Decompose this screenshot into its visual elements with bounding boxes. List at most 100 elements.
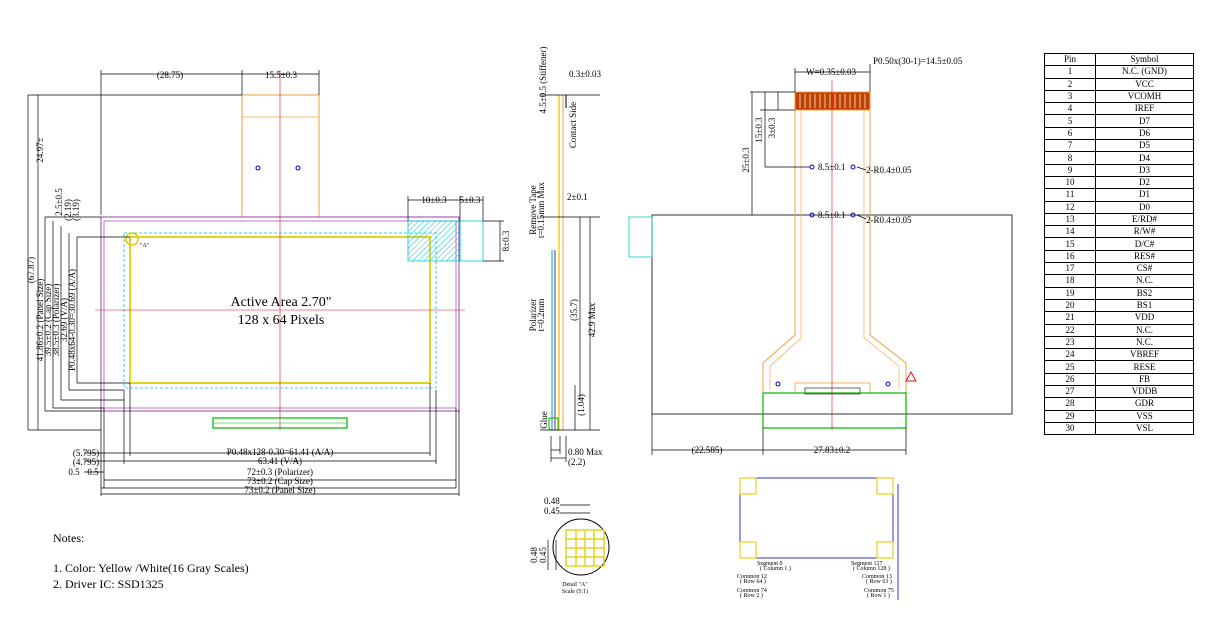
map-row1: ( Row 1 ) (867, 592, 890, 599)
pin-symbol: N.C. (1095, 274, 1194, 288)
dim-polarizer-height: 38.5±0.3 (Polarizer) (51, 284, 61, 357)
pin-number: 4 (1044, 102, 1096, 116)
side-stiffener: 4.5±0.5 (Stiffener) (538, 46, 548, 113)
pin-number: 8 (1044, 151, 1096, 165)
note-2: 2. Driver IC: SSD1325 (53, 577, 164, 591)
dim-cap-height: 39.5±0.2 (Cap Size) (43, 284, 53, 356)
dim-0-5-b: 0.5 (87, 467, 99, 477)
rear-radius-a: 2-R0.4±0.05 (866, 165, 912, 175)
pin-symbol: D7 (1095, 114, 1194, 128)
pin-symbol: GDR (1095, 397, 1194, 411)
dim-2-5: 2.5±0.5 (54, 188, 64, 216)
rear-dim-15: 15±0.3 (754, 117, 764, 143)
pin-number: 26 (1044, 372, 1096, 387)
dim-va-height: 32.69 (V/A) (59, 298, 69, 342)
detail-dim-0-48-side: 0.48 (529, 547, 539, 563)
dim-polarizer-width: 72±0.3 (Polarizer) (247, 467, 313, 477)
pin-symbol: VCOMH (1095, 89, 1194, 104)
active-area-pixels: 128 x 64 Pixels (238, 313, 325, 328)
side-dim-1-04: (1.04) (576, 394, 586, 416)
fpc-hole-right (295, 165, 301, 171)
side-glue: Glue (539, 411, 549, 429)
symbol-header: Symbol (1095, 52, 1194, 67)
pin-number: 29 (1044, 409, 1096, 423)
pin-symbol: BS1 (1095, 298, 1194, 313)
rear-fpc-contacts (794, 91, 871, 111)
side-view: 4.5±0.5 (Stiffener) 0.3±0.03 Contact Sid… (528, 46, 603, 467)
pin-number: 21 (1044, 311, 1096, 325)
map-row2: ( Row 2 ) (740, 592, 763, 599)
rear-dim-27-83: 27.83±0.2 (814, 445, 850, 455)
pin-symbol: D0 (1095, 200, 1194, 214)
side-dim-2-2: (2.2) (568, 457, 585, 467)
rear-dim-8-5-a: 8.5±0.1 (818, 162, 845, 172)
pin-number: 1 (1044, 65, 1096, 79)
active-area-title: Active Area 2.70" (231, 295, 332, 310)
pin-symbol: D4 (1095, 151, 1194, 165)
side-remove-tape-thickness: t=0.15mm Max (536, 181, 546, 238)
warning-icon (905, 370, 917, 382)
stiffener-pad (407, 220, 461, 262)
rear-dim-3: 3±0.3 (767, 117, 777, 138)
rear-dim-22-585: (22.585) (692, 445, 723, 455)
dim-va-width: 63.41 (V/A) (258, 456, 302, 466)
dim-10: 10±0.3 (421, 195, 447, 205)
map-seg0: Segment 0 (757, 561, 783, 567)
side-dim-35-7: (35.7) (569, 299, 579, 321)
side-contact-side: Contact Side (568, 102, 578, 148)
notes-title: Notes: (53, 531, 84, 545)
side-polarizer: Polarizer (528, 299, 538, 331)
pin-number: 14 (1044, 225, 1096, 239)
fpc-tail (241, 94, 320, 218)
pin-symbol: VSS (1095, 409, 1194, 423)
pin-symbol: D3 (1095, 163, 1194, 177)
side-dim-0-80: 0.80 Max (568, 447, 603, 457)
rear-radius-b: 2-R0.4±0.05 (866, 215, 912, 225)
pin-symbol: R/W# (1095, 225, 1194, 239)
pin-number: 11 (1044, 188, 1096, 202)
pin-number: 28 (1044, 397, 1096, 411)
pin-number: 17 (1044, 262, 1096, 276)
pin-number: 12 (1044, 200, 1096, 214)
pin-number: 24 (1044, 348, 1096, 362)
pin-number: 7 (1044, 139, 1096, 153)
dim-cap-width: 73±0.2 (Cap Size) (247, 476, 313, 486)
dim-8: 8±0.3 (501, 230, 511, 251)
map-col1: ( Column 1 ) (760, 565, 791, 572)
pin-header: Pin (1044, 52, 1096, 67)
detail-dim-0-48-top: 0.48 (544, 496, 560, 506)
dim-5-795: (5.795) (73, 448, 99, 458)
pixel-mapping: Segment 0 ( Column 1 ) Segment 127 ( Col… (737, 477, 899, 600)
pin-number: 30 (1044, 421, 1096, 436)
detail-dim-0-45-top: 0.45 (544, 506, 560, 516)
rear-dim-w: W=0.35±0.03 (806, 67, 857, 77)
pin-number: 6 (1044, 126, 1096, 141)
side-dim-42-9: 42.9 Max (587, 302, 597, 337)
dim-panel-width: 73±0.2 (Panel Size) (244, 485, 315, 495)
pin-number: 15 (1044, 237, 1096, 251)
pin-symbol: BS2 (1095, 286, 1194, 300)
map-com12: Common 12 (737, 574, 767, 580)
detail-a: 0.48 0.45 0.48 0.45 Detail "A" Scale (5:… (529, 496, 610, 595)
pin-symbol: VDDB (1095, 385, 1194, 399)
pin-symbol: N.C. (1095, 335, 1194, 350)
detail-a-label: "A" (140, 243, 150, 249)
pin-symbol: N.C. (1095, 323, 1194, 337)
map-col128: ( Column 128 ) (853, 565, 890, 572)
